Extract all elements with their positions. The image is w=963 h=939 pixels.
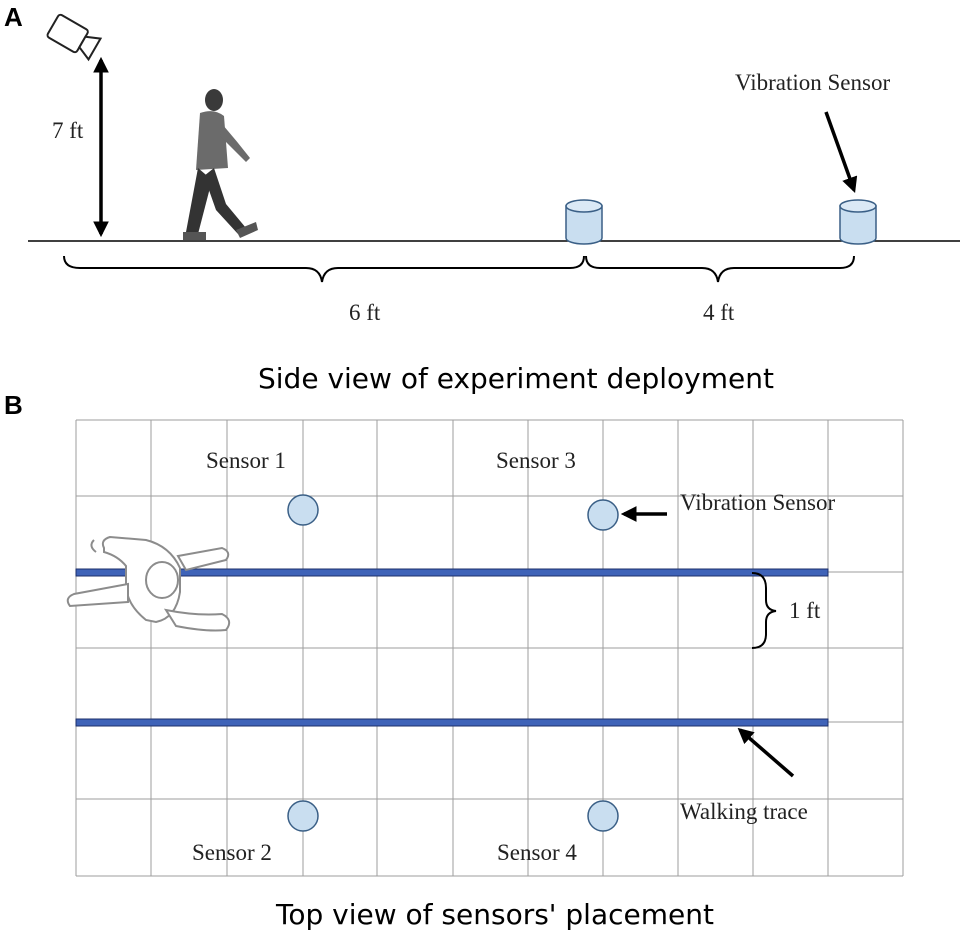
sensor-1-dot bbox=[287, 494, 319, 526]
sensor-cylinder-1 bbox=[565, 199, 603, 245]
distance-label-1: 6 ft bbox=[349, 300, 381, 325]
sensor-2-dot bbox=[287, 800, 319, 832]
panel-a-letter: A bbox=[4, 2, 23, 32]
person-top-view-icon bbox=[66, 535, 231, 632]
sensor-pointer-label-a: Vibration Sensor bbox=[735, 70, 890, 95]
panel-b-caption: Top view of sensors' placement bbox=[275, 898, 714, 931]
sensor-1-label: Sensor 1 bbox=[206, 448, 286, 473]
panel-a-caption: Side view of experiment deployment bbox=[258, 362, 774, 395]
camera-icon bbox=[46, 13, 103, 62]
sensor-pointer-arrow-a bbox=[824, 111, 858, 193]
spacing-brace bbox=[751, 572, 777, 649]
trace-label: Walking trace bbox=[680, 799, 808, 824]
distance-brace-2 bbox=[585, 255, 855, 283]
sensor-2-label: Sensor 2 bbox=[192, 840, 272, 865]
sensor-3-dot bbox=[587, 499, 619, 531]
panel-b: B Sensor 1 Sensor 3 Sensor 2 Sensor 4 Vi… bbox=[4, 390, 904, 931]
sensor-4-dot bbox=[587, 800, 619, 832]
panel-a: A 7 ft Vibratio bbox=[4, 2, 960, 395]
sensor-3-label: Sensor 3 bbox=[496, 448, 576, 473]
sensor-pointer-label-b: Vibration Sensor bbox=[680, 490, 835, 515]
walking-trace-1 bbox=[75, 568, 829, 577]
panel-b-letter: B bbox=[4, 390, 23, 420]
walking-person-icon bbox=[183, 89, 258, 240]
spacing-label: 1 ft bbox=[789, 598, 821, 623]
height-label: 7 ft bbox=[52, 118, 84, 143]
walking-trace-2 bbox=[75, 718, 829, 727]
distance-label-2: 4 ft bbox=[703, 300, 735, 325]
sensor-cylinder-2 bbox=[839, 199, 877, 245]
trace-pointer-arrow bbox=[737, 727, 795, 778]
distance-brace-1 bbox=[63, 255, 585, 283]
sensor-4-label: Sensor 4 bbox=[497, 840, 577, 865]
